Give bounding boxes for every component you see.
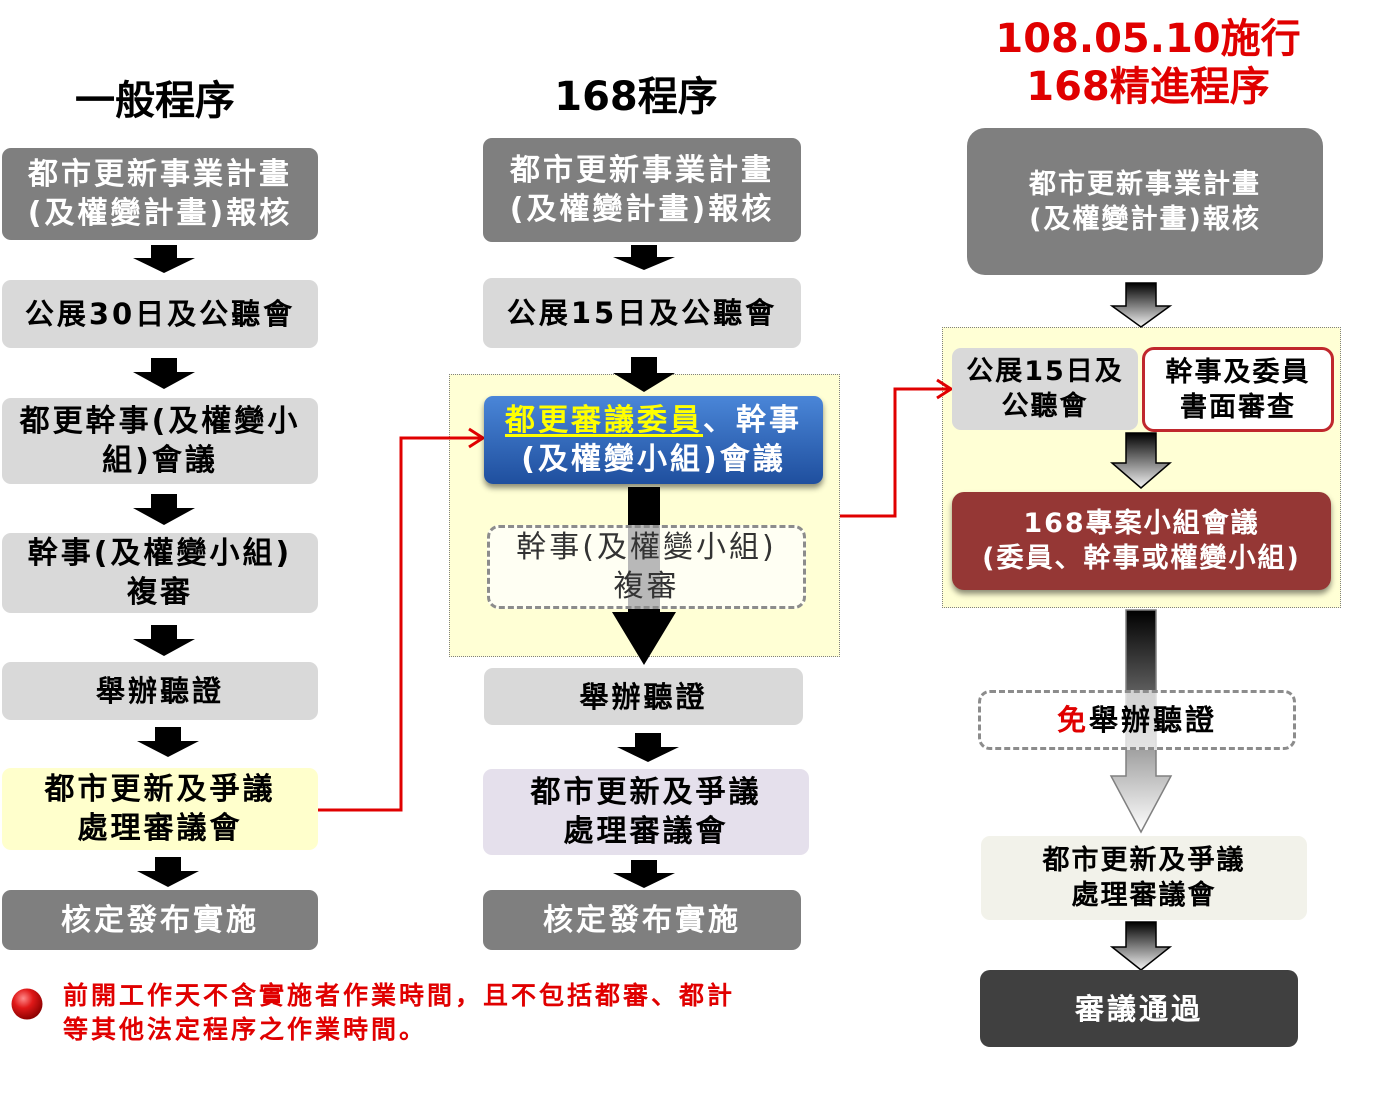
step-line: 審議通過	[1074, 991, 1203, 1026]
p168-step-exhibition: 公展15日及公聽會	[483, 278, 801, 348]
step-line: 公展15日及	[966, 356, 1124, 387]
step-line: 舉辦聽證	[95, 674, 224, 708]
hearing-text: 舉辦聽證	[1089, 703, 1218, 737]
p168-step-joint-review: 都更審議委員、幹事 (及權變小組)會議	[484, 396, 823, 484]
step-line: 處理審議會	[1071, 880, 1217, 911]
step-line: 核定發布實施	[543, 902, 741, 938]
title-line: 108.05.10施行	[995, 16, 1301, 62]
p168-step-council: 都市更新及爭議 處理審議會	[483, 769, 809, 855]
step-line: 幹事(及權變小組)	[516, 530, 777, 565]
step-line: 複審	[613, 569, 680, 604]
footnote-line: 等其他法定程序之作業時間。	[63, 1015, 428, 1044]
footnote: 前開工作天不含實施者作業時間，且不包括都審、都計 等其他法定程序之作業時間。	[63, 979, 735, 1047]
down-arrow-icon	[613, 245, 675, 270]
down-arrow-icon	[133, 625, 195, 656]
down-arrow-icon	[133, 358, 195, 389]
step-line: 都市更新及爭議	[44, 772, 276, 807]
step-line: (及權變計畫)報核	[509, 192, 775, 227]
gradient-down-arrow-icon	[1109, 921, 1173, 971]
step-line: 公展15日及公聽會	[506, 296, 778, 330]
e168-step-result: 審議通過	[980, 970, 1298, 1047]
highlighted-committee-text: 都更審議委員	[505, 403, 703, 438]
general-procedure-title: 一般程序	[75, 78, 235, 124]
step-line: 書面審查	[1180, 391, 1296, 423]
step-line: 都更幹事(及權變小	[19, 404, 301, 439]
step-line: 168專案小組會議	[1023, 508, 1260, 539]
general-step-exhibition: 公展30日及公聽會	[2, 280, 318, 348]
e168-step-task-force-meeting: 168專案小組會議 (委員、幹事或權變小組)	[952, 492, 1331, 590]
step-line: 公展30日及公聽會	[24, 297, 296, 331]
bullet-circle	[11, 988, 43, 1020]
step-line: 組)會議	[102, 443, 218, 478]
step-line: 核定發布實施	[61, 902, 259, 938]
general-step-hearing: 舉辦聽證	[2, 662, 318, 720]
down-arrow-icon	[613, 860, 675, 888]
joint-review-line2: (及權變小組)會議	[521, 442, 786, 477]
title-line: 168精進程序	[1026, 64, 1270, 110]
red-connector-line	[840, 387, 950, 518]
p168-step-hearing: 舉辦聽證	[484, 668, 803, 725]
joint-review-line1: 都更審議委員、幹事	[505, 401, 802, 440]
general-step-council: 都市更新及爭議 處理審議會	[2, 768, 318, 850]
p168-step-approval: 核定發布實施	[483, 890, 801, 950]
hearing-waived-line: 免舉辦聽證	[1057, 701, 1217, 739]
step-line: 都市更新及爭議	[1042, 845, 1246, 876]
step-line: 幹事(及權變小組)	[27, 536, 293, 571]
step-line: 都市更新事業計畫	[510, 153, 774, 188]
p168-step-submit: 都市更新事業計畫 (及權變計畫)報核	[483, 138, 801, 242]
general-step-approval: 核定發布實施	[2, 890, 318, 950]
footnote-line: 前開工作天不含實施者作業時間，且不包括都審、都計	[63, 981, 736, 1010]
procedure168-title: 168程序	[554, 74, 718, 120]
red-bullet-icon	[11, 988, 43, 1020]
down-arrow-icon	[137, 857, 199, 887]
enhanced168-title: 108.05.10施行 168精進程序	[948, 15, 1348, 111]
general-step-secondary-review: 幹事(及權變小組) 複審	[2, 533, 318, 613]
e168-step-exhibition: 公展15日及 公聽會	[952, 348, 1138, 430]
step-line: (及權變計畫)報核	[1029, 203, 1261, 235]
step-line: 複審	[127, 575, 193, 610]
general-step-submit: 都市更新事業計畫 (及權變計畫)報核	[2, 148, 318, 240]
joint-review-rest-text: 、幹事	[703, 403, 802, 438]
step-line: 舉辦聽證	[579, 679, 708, 714]
general-step-officer-meeting: 都更幹事(及權變小 組)會議	[2, 398, 318, 484]
down-arrow-icon	[133, 494, 195, 525]
down-arrow-icon	[617, 733, 679, 762]
step-line: 處理審議會	[563, 814, 729, 849]
gradient-down-arrow-icon	[1109, 282, 1173, 328]
down-arrow-icon	[133, 245, 195, 273]
step-line: (委員、幹事或權變小組)	[982, 543, 1301, 574]
step-line: 都市更新事業計畫	[28, 157, 292, 192]
step-line: 都市更新事業計畫	[1029, 168, 1261, 200]
step-line: 處理審議會	[77, 811, 243, 846]
step-line: (及權變計畫)報核	[27, 196, 293, 231]
step-line: 公聽會	[1001, 391, 1089, 422]
step-line: 幹事及委員	[1165, 356, 1311, 388]
e168-step-council: 都市更新及爭議 處理審議會	[981, 836, 1307, 920]
down-arrow-icon	[137, 727, 199, 757]
e168-step-written-review: 幹事及委員 書面審查	[1142, 347, 1334, 432]
e168-step-submit: 都市更新事業計畫 (及權變計畫)報核	[967, 128, 1323, 275]
e168-step-hearing-waived: 免舉辦聽證	[978, 690, 1296, 750]
waived-prefix-text: 免	[1056, 703, 1089, 737]
step-line: 都市更新及爭議	[530, 775, 762, 810]
p168-step-secondary-review-skipped: 幹事(及權變小組) 複審	[487, 525, 806, 609]
